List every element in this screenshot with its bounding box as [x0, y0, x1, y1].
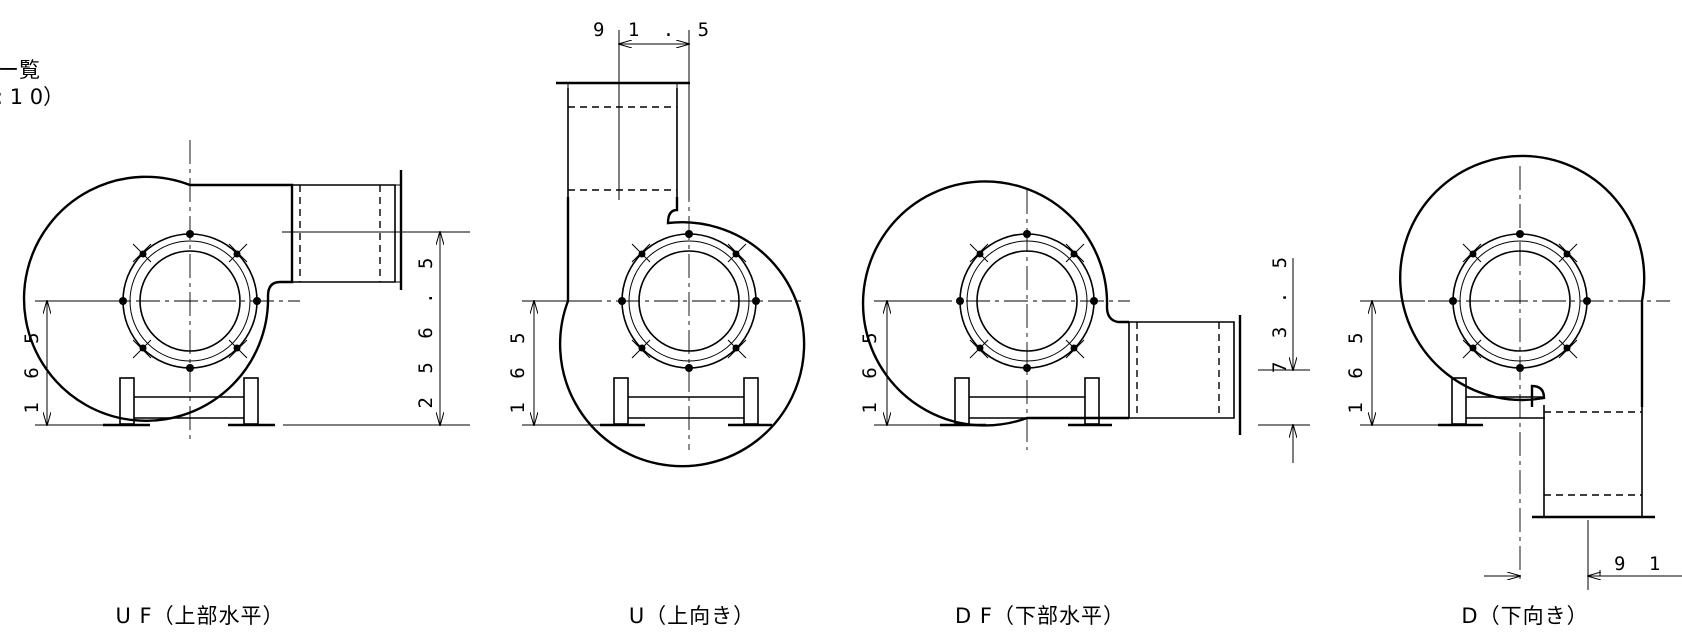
- outlet-duct: [556, 81, 690, 197]
- inlet-ring: [956, 230, 1098, 372]
- outlet-duct: [1532, 405, 1655, 519]
- view-uf: 1 6 5 2 5 6 . 5 U F（上部水平）: [21, 140, 470, 628]
- view-caption: U（上向き）: [629, 604, 755, 628]
- dimension-165: 1 6 5: [21, 301, 105, 425]
- view-d: 1 6 5 9 1 . 5 D（下向き）: [1345, 154, 1682, 628]
- view-caption: D F（下部水平）: [955, 604, 1125, 628]
- base-stand: [103, 377, 275, 427]
- outlet-duct: [292, 170, 403, 290]
- inlet-ring: [1449, 230, 1591, 372]
- inlet-ring: [119, 230, 261, 372]
- inlet-ring: [618, 230, 760, 372]
- base-stand: [1438, 377, 1545, 427]
- view-u: 1 6 5 9 1 . 5 U（上向き）: [507, 19, 806, 628]
- dimension-165: 1 6 5: [859, 301, 940, 425]
- view-df: 1 6 5 7 3 . 5 D F（下部水平）: [859, 180, 1310, 628]
- dimension-text: 1 6 5: [859, 326, 881, 413]
- dimension-165: 1 6 5: [1345, 301, 1438, 425]
- dimension-165: 1 6 5: [507, 301, 600, 425]
- dimension-73-5: 7 3 . 5: [1258, 251, 1310, 463]
- header-line-1: ー覧: [0, 58, 40, 82]
- dimension-text: 1 6 5: [1345, 326, 1367, 413]
- dimension-text: 7 3 . 5: [1269, 251, 1291, 373]
- dimension-text: 1 6 5: [21, 326, 43, 413]
- dimension-text: 9 1 . 5: [1614, 553, 1682, 575]
- dimension-91-5: 9 1 . 5: [1484, 520, 1682, 590]
- header-line-2: : 1 0）: [0, 85, 64, 109]
- dimension-text: 1 6 5: [507, 326, 529, 413]
- dimension-text: 9 1 . 5: [593, 19, 715, 41]
- dimension-256-5: 2 5 6 . 5: [282, 232, 470, 425]
- outlet-duct: [1128, 315, 1242, 435]
- dimension-text: 2 5 6 . 5: [415, 252, 437, 409]
- view-caption: U F（上部水平）: [115, 604, 284, 628]
- base-stand: [600, 377, 772, 427]
- dimension-91-5: 9 1 . 5: [593, 19, 715, 200]
- view-caption: D（下向き）: [1461, 604, 1588, 628]
